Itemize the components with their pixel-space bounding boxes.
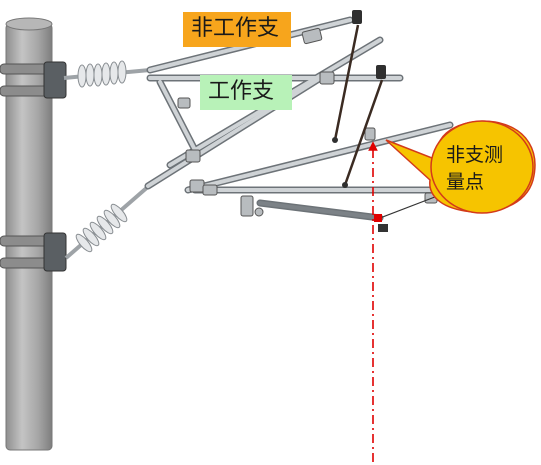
callout-line-2: 量点 — [446, 171, 485, 193]
non-working-support-label: 非工作支 — [183, 12, 291, 47]
callout-body — [430, 120, 534, 214]
mast — [0, 17, 67, 451]
dropper-clamps — [332, 10, 386, 188]
upper-insulator — [63, 60, 151, 88]
steady-arm — [374, 194, 441, 232]
fittings — [177, 27, 438, 217]
lower-insulator — [64, 183, 152, 260]
callout-line-1: 非支测 — [446, 144, 504, 166]
measuring-point-callout-text: 非支测 量点 — [446, 142, 526, 196]
droppers — [333, 24, 384, 186]
working-support-label: 工作支 — [200, 75, 292, 110]
